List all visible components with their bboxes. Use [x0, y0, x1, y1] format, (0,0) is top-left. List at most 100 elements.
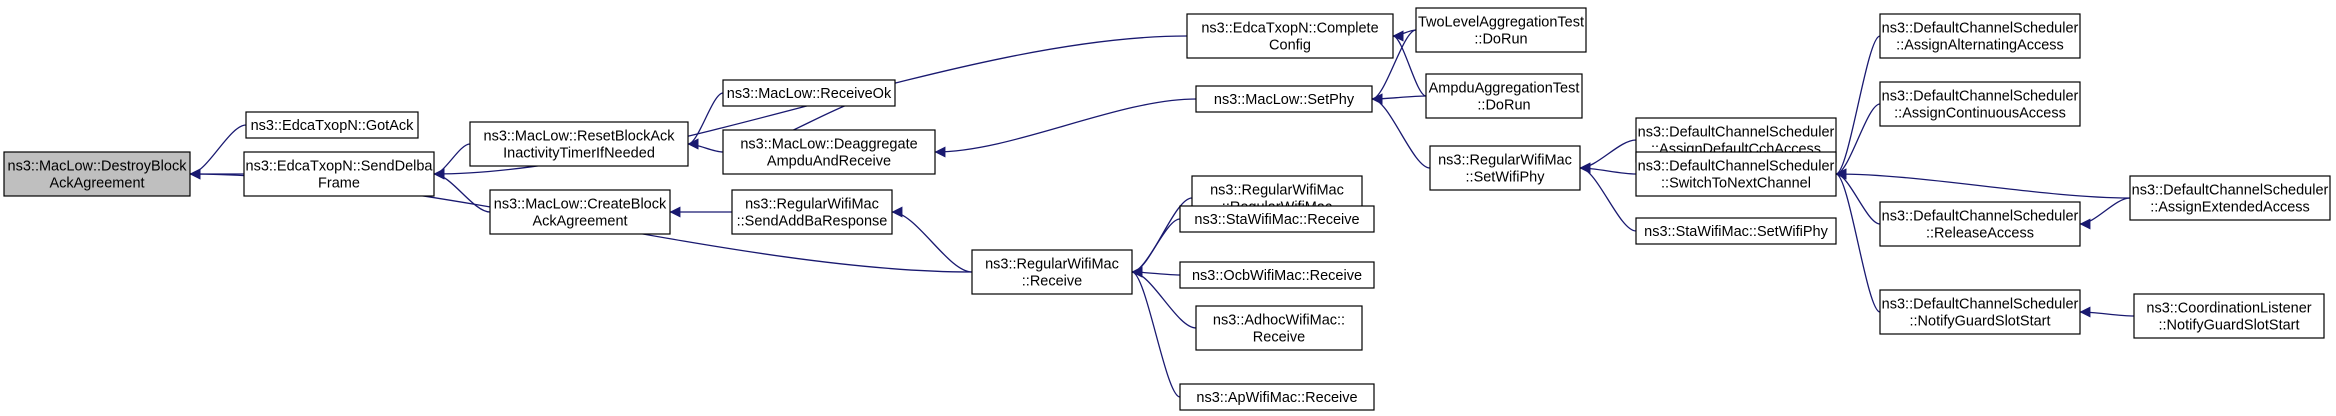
node-box — [245, 111, 419, 139]
node-box — [1879, 13, 2081, 59]
edge-n15-to-n8 — [1131, 266, 1181, 398]
node-label-line: ::SendAddBaResponse — [737, 214, 888, 230]
node-label-line: ns3::DefaultChannelScheduler — [1638, 125, 1835, 141]
node-box — [1425, 73, 1583, 119]
edge-n1-to-n0 — [189, 124, 247, 180]
node-n12[interactable]: ns3::StaWifiMac::Receive — [1179, 205, 1375, 233]
node-box — [469, 121, 689, 167]
edge-n21-to-n18 — [1579, 162, 1637, 232]
node-box — [3, 151, 191, 197]
node-box — [722, 129, 936, 175]
node-label-line: ns3::MacLow::ResetBlockAck — [484, 129, 676, 145]
node-n22[interactable]: ns3::DefaultChannelScheduler::AssignAlte… — [1879, 13, 2081, 59]
node-label-line: ::NotifyGuardSlotStart — [1909, 314, 2050, 330]
node-label-line: TwoLevelAggregationTest — [1418, 15, 1584, 31]
node-n13[interactable]: ns3::OcbWifiMac::Receive — [1179, 261, 1375, 289]
node-label-line: AckAgreement — [49, 176, 144, 192]
node-label-line: ns3::MacLow::DestroyBlock — [8, 159, 188, 175]
node-label-line: ns3::RegularWifiMac — [1438, 153, 1572, 169]
node-label-line: Config — [1269, 38, 1311, 54]
node-label-line: ns3::DefaultChannelScheduler — [1638, 159, 1835, 175]
node-box — [1429, 145, 1581, 191]
node-n27[interactable]: ns3::CoordinationListener::NotifyGuardSl… — [2133, 293, 2325, 339]
node-n5[interactable]: ns3::MacLow::ReceiveOk — [722, 79, 896, 107]
node-label-line: ns3::RegularWifiMac — [745, 197, 879, 213]
node-box — [1179, 205, 1375, 233]
node-n7[interactable]: ns3::RegularWifiMac::SendAddBaResponse — [731, 189, 893, 235]
node-n3[interactable]: ns3::MacLow::ResetBlockAckInactivityTime… — [469, 121, 689, 167]
node-n20[interactable]: ns3::DefaultChannelScheduler::SwitchToNe… — [1635, 151, 1837, 197]
node-label-line: ::SwitchToNextChannel — [1661, 176, 1811, 192]
node-box — [1415, 7, 1587, 53]
node-label-line: ns3::RegularWifiMac — [1210, 183, 1344, 199]
node-label-line: ns3::EdcaTxopN::Complete — [1201, 21, 1378, 37]
nodes-layer: ns3::MacLow::DestroyBlockAckAgreementns3… — [3, 7, 2331, 411]
edge-n6-to-n3 — [687, 138, 724, 153]
edge-n3-to-n2 — [433, 143, 471, 180]
edge-n8-to-n7 — [891, 206, 973, 273]
node-label-line: ns3::MacLow::ReceiveOk — [727, 86, 892, 102]
node-label-line: ::AssignContinuousAccess — [1894, 106, 2066, 122]
node-label-line: ns3::StaWifiMac::SetWifiPhy — [1644, 224, 1828, 240]
node-n15[interactable]: ns3::ApWifiMac::Receive — [1179, 383, 1375, 411]
node-box — [1635, 217, 1837, 245]
node-box — [971, 249, 1133, 295]
edge-n17-to-n10 — [1371, 93, 1427, 105]
node-box — [1186, 13, 1394, 59]
node-n26[interactable]: ns3::DefaultChannelScheduler::AssignExte… — [2129, 175, 2331, 221]
node-label-line: ns3::DefaultChannelScheduler — [1882, 297, 2079, 313]
node-label-line: ns3::DefaultChannelScheduler — [1882, 209, 2079, 225]
node-label-line: ns3::EdcaTxopN::SendDelba — [246, 159, 434, 175]
edge-n26-to-n24 — [2079, 197, 2131, 230]
node-n8[interactable]: ns3::RegularWifiMac::Receive — [971, 249, 1133, 295]
node-n16[interactable]: TwoLevelAggregationTest::DoRun — [1415, 7, 1587, 53]
node-label-line: Receive — [1253, 330, 1305, 346]
node-box — [1195, 85, 1373, 113]
edge-n17-to-n9 — [1392, 30, 1427, 97]
node-n17[interactable]: AmpduAggregationTest::DoRun — [1425, 73, 1583, 119]
node-label-line: ::AssignAlternatingAccess — [1896, 38, 2064, 54]
node-box — [1635, 151, 1837, 197]
edge-n25-to-n20 — [1835, 168, 1881, 313]
node-n1[interactable]: ns3::EdcaTxopN::GotAck — [245, 111, 419, 139]
edge-n27-to-n25 — [2079, 306, 2135, 318]
edges-layer — [189, 29, 2135, 398]
node-label-line: Frame — [318, 176, 360, 192]
node-label-line: ns3::DefaultChannelScheduler — [1882, 89, 2079, 105]
node-n25[interactable]: ns3::DefaultChannelScheduler::NotifyGuar… — [1879, 289, 2081, 335]
node-box — [1879, 289, 2081, 335]
node-n23[interactable]: ns3::DefaultChannelScheduler::AssignCont… — [1879, 81, 2081, 127]
edge-n26-to-n20 — [1835, 168, 2131, 199]
edge-n22-to-n20 — [1835, 35, 1881, 180]
node-box — [722, 79, 896, 107]
node-label-line: AckAgreement — [532, 214, 627, 230]
node-label-line: ns3::ApWifiMac::Receive — [1196, 390, 1357, 406]
edge-n24-to-n20 — [1835, 168, 1881, 225]
node-box — [2133, 293, 2325, 339]
edge-n10-to-n6 — [934, 98, 1197, 158]
node-label-line: ns3::StaWifiMac::Receive — [1194, 212, 1359, 228]
edge-n5-to-n3 — [687, 92, 724, 150]
node-n10[interactable]: ns3::MacLow::SetPhy — [1195, 85, 1373, 113]
edge-n4-to-n2 — [433, 168, 491, 213]
node-n21[interactable]: ns3::StaWifiMac::SetWifiPhy — [1635, 217, 1837, 245]
node-n14[interactable]: ns3::AdhocWifiMac::Receive — [1195, 305, 1363, 351]
node-label-line: ::AssignExtendedAccess — [2150, 200, 2310, 216]
node-label-line: ::DoRun — [1474, 32, 1527, 48]
node-label-line: ns3::MacLow::CreateBlock — [494, 197, 667, 213]
node-label-line: ns3::MacLow::SetPhy — [1214, 92, 1355, 108]
node-box — [1879, 81, 2081, 127]
node-label-line: ns3::AdhocWifiMac:: — [1213, 313, 1345, 329]
node-n18[interactable]: ns3::RegularWifiMac::SetWifiPhy — [1429, 145, 1581, 191]
node-label-line: InactivityTimerIfNeeded — [503, 146, 655, 162]
node-box — [243, 151, 435, 197]
node-box — [1879, 201, 2081, 247]
node-box — [1179, 383, 1375, 411]
node-n24[interactable]: ns3::DefaultChannelScheduler::ReleaseAcc… — [1879, 201, 2081, 247]
